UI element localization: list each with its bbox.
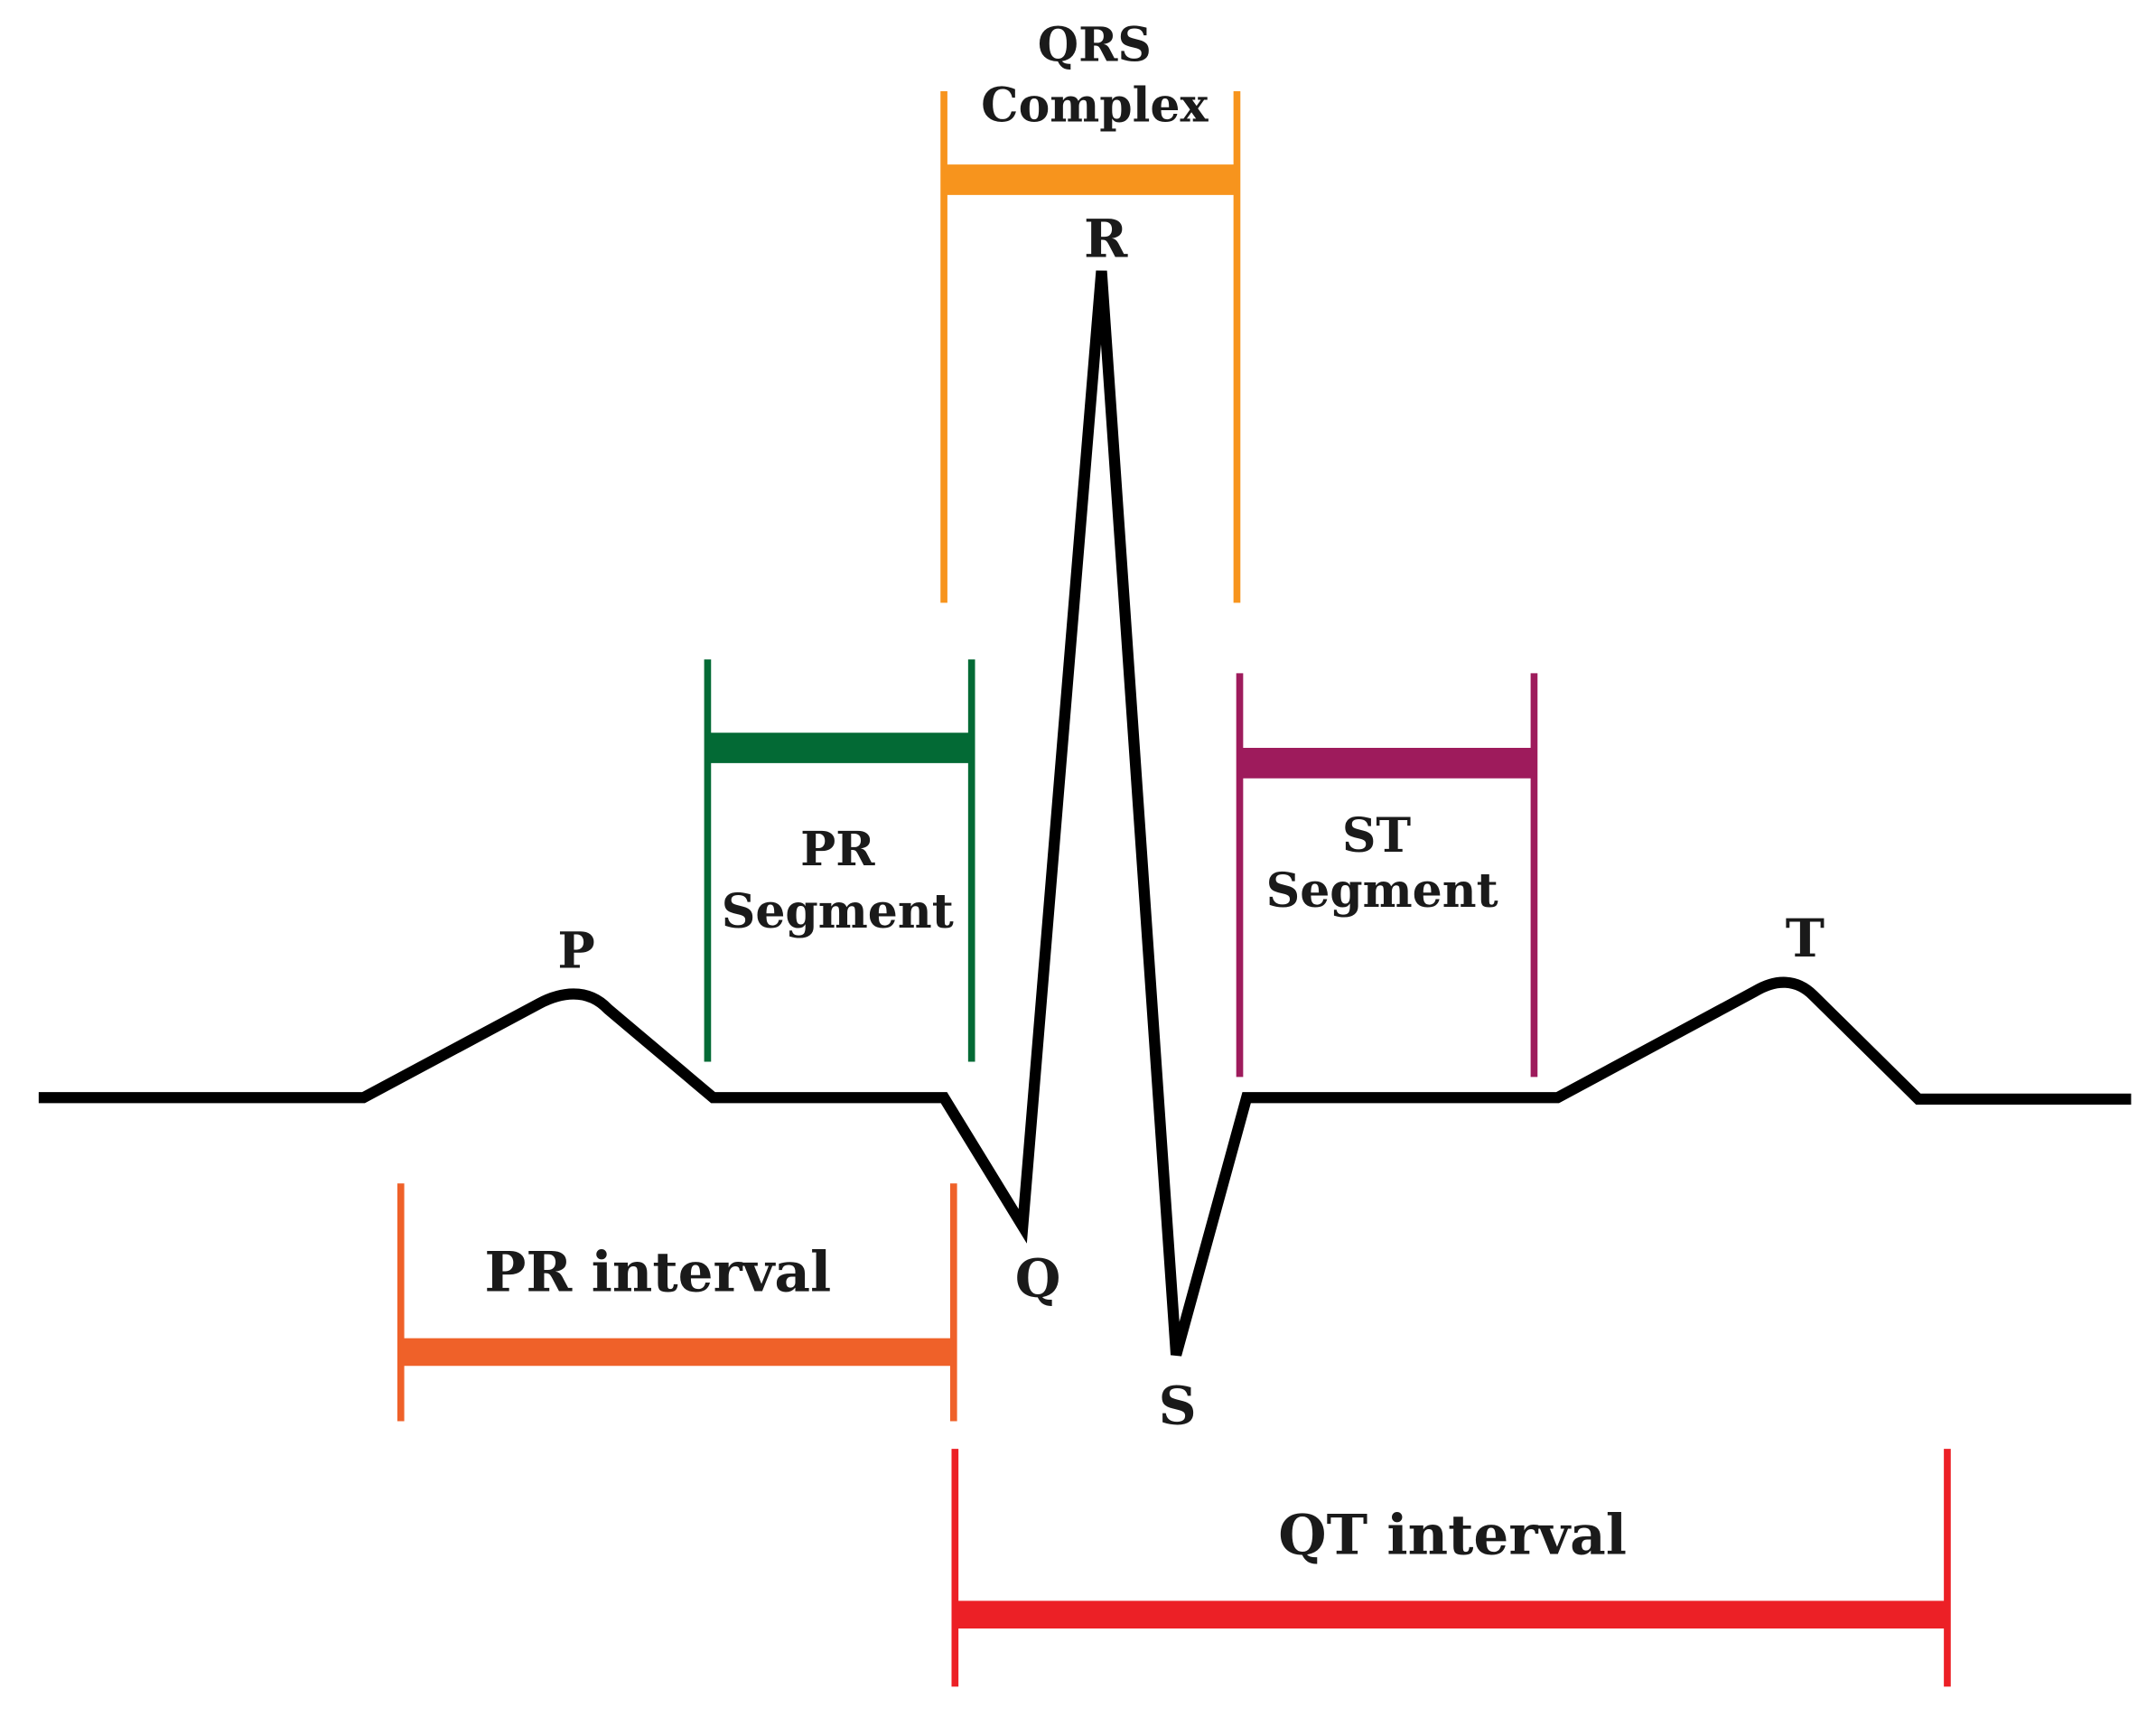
st-segment-label-line1: ST	[1342, 808, 1412, 863]
pr-segment-label-line2: Segment	[722, 884, 954, 939]
s-wave-label: S	[1159, 1375, 1197, 1437]
qt-interval-label: QT interval	[1278, 1503, 1627, 1567]
qrs-complex-bracket	[940, 91, 1241, 603]
pr-interval-label: PR interval	[484, 1241, 831, 1305]
pr-segment-bracket	[704, 659, 975, 1062]
st-segment-bracket	[1236, 673, 1538, 1078]
pr-interval-bracket	[397, 1183, 957, 1422]
st-segment-label-line2: Segment	[1266, 863, 1498, 919]
r-wave-label: R	[1084, 208, 1128, 270]
q-wave-label: Q	[1015, 1247, 1061, 1310]
pr-segment-label-line1: PR	[800, 822, 875, 877]
p-wave-label: P	[557, 920, 594, 979]
t-wave-label: T	[1786, 907, 1825, 969]
ecg-waveform	[38, 270, 2132, 1357]
qt-interval-bracket	[951, 1449, 1951, 1687]
qrs-complex-label-line1: QRS	[1038, 17, 1152, 72]
qrs-complex-label-line2: Complex	[981, 79, 1209, 134]
